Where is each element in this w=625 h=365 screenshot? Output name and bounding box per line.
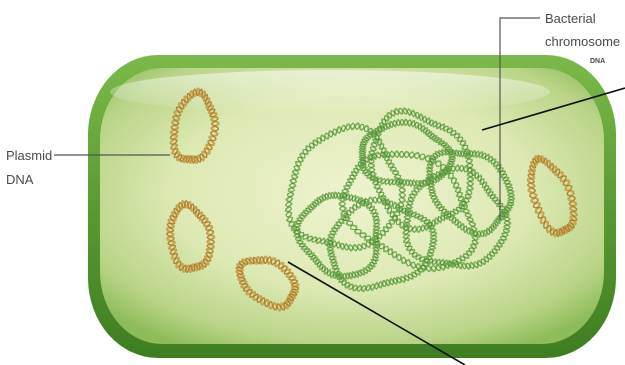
plasmid-label-line2: DNA [6, 172, 34, 187]
chromosome-label-dna: DNA [590, 58, 605, 65]
bacterial-cell [88, 55, 616, 358]
chromosome-label-line2: chromosome [545, 34, 620, 49]
chromosome-label-line1: Bacterial [545, 11, 596, 26]
plasmid-label-line1: Plasmid [6, 148, 52, 163]
